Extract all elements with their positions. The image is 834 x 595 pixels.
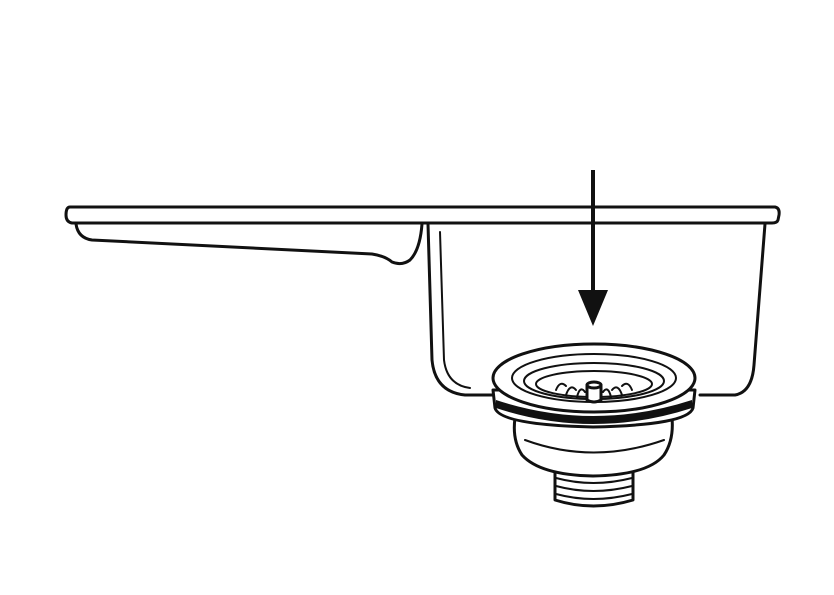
- sink-bowl: [426, 222, 767, 397]
- strainer-basket-slots: [555, 382, 633, 398]
- strainer-rim: [491, 342, 697, 414]
- strainer-center-post: [585, 383, 603, 404]
- sink-countertop-rim: [64, 205, 781, 225]
- drainboard: [74, 222, 424, 266]
- basket-strainer: [491, 342, 697, 508]
- strainer-body: [512, 416, 674, 478]
- insertion-arrow: [578, 170, 608, 326]
- sink-bowl-inner-edge: [439, 231, 471, 389]
- strainer-threaded-pipe: [553, 466, 635, 508]
